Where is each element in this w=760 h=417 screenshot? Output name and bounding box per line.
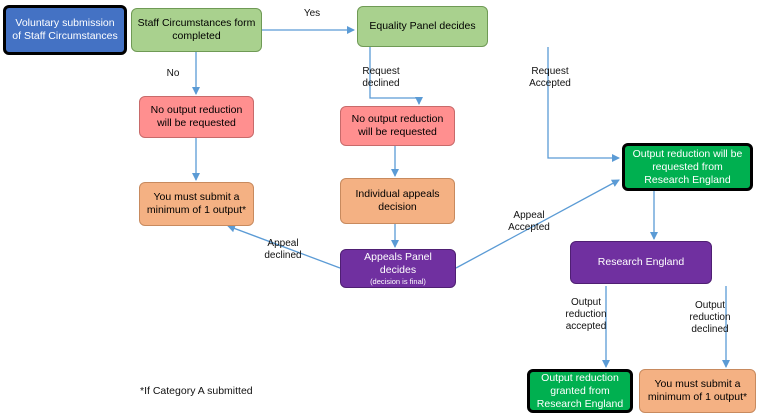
node-appeals-panel-subtext: (decision is final) (370, 276, 426, 286)
edge-label-reduction-declined: Output reduction declined (689, 300, 731, 335)
edge-label-request-accepted: Request Accepted (529, 66, 571, 89)
node-min-output-right-text: You must submit a minimum of 1 output* (647, 378, 748, 403)
node-requested-from-re-text: Output reduction will be requested from … (632, 147, 743, 186)
node-individual-appeals: Individual appeals decision (340, 178, 455, 224)
node-equality-panel: Equality Panel decides (357, 6, 488, 47)
edge-label-appeal-declined: Appeal declined (264, 238, 302, 261)
node-individual-appeals-text: Individual appeals decision (355, 188, 440, 213)
edge-label-no: No (166, 68, 180, 79)
edge-appeal-declined (227, 224, 341, 269)
edge-label-yes: Yes (303, 8, 321, 19)
edge-label-request-declined: Request declined (362, 66, 400, 89)
node-staff-form-completed: Staff Circumstances form completed (131, 8, 262, 52)
edge-request-declined (369, 47, 423, 105)
node-requested-from-re: Output reduction will be requested from … (622, 143, 753, 191)
edge-label-reduction-accepted: Output reduction accepted (565, 297, 607, 332)
node-min-output-left: You must submit a minimum of 1 output* (139, 182, 254, 226)
node-no-reduction-left-text: No output reduction will be requested (150, 104, 243, 129)
node-appeals-panel: Appeals Panel decides (decision is final… (340, 249, 456, 288)
node-appeals-panel-text: Appeals Panel decides (364, 250, 432, 276)
node-no-reduction-mid-text: No output reduction will be requested (351, 113, 444, 138)
node-equality-panel-text: Equality Panel decides (369, 20, 476, 32)
node-voluntary-submission: Voluntary submission of Staff Circumstan… (3, 5, 127, 55)
node-min-output-right: You must submit a minimum of 1 output* (639, 369, 756, 413)
edge-request-accepted (547, 47, 620, 162)
node-research-england-text: Research England (597, 256, 685, 268)
node-staff-form-completed-text: Staff Circumstances form completed (137, 17, 256, 42)
edge-appeal-accepted (455, 179, 620, 269)
node-granted-from-re: Output reduction granted from Research E… (527, 369, 633, 413)
node-min-output-left-text: You must submit a minimum of 1 output* (146, 191, 247, 216)
node-voluntary-submission-text: Voluntary submission of Staff Circumstan… (12, 17, 118, 42)
node-research-england: Research England (570, 241, 712, 284)
node-no-reduction-mid: No output reduction will be requested (340, 106, 455, 146)
footnote: *If Category A submitted (140, 385, 253, 397)
node-granted-from-re-text: Output reduction granted from Research E… (536, 371, 624, 410)
edge-label-appeal-accepted: Appeal Accepted (508, 210, 550, 233)
node-no-reduction-left: No output reduction will be requested (139, 96, 254, 138)
